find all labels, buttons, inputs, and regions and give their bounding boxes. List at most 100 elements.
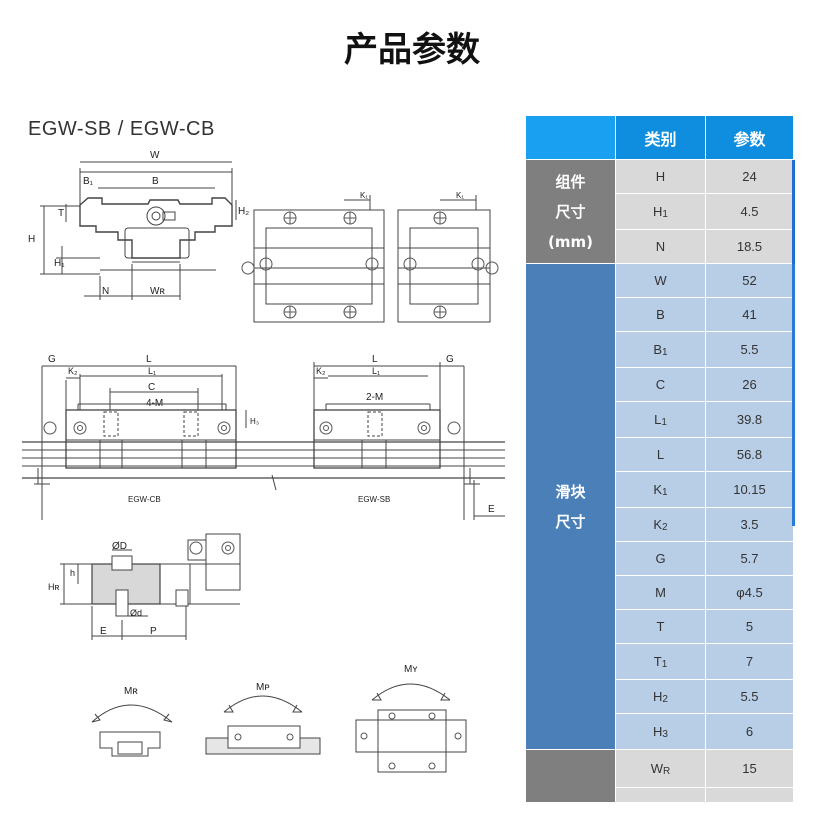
symbol-text: L — [656, 447, 665, 462]
table-group-label — [526, 750, 616, 802]
dim-h1: H₁ — [54, 258, 65, 269]
dim-h3: H₃ — [250, 417, 259, 426]
dim-b: B — [152, 176, 159, 187]
label-egw-sb: EGW-SB — [358, 495, 390, 504]
dim-l-right: L — [372, 354, 378, 365]
table-cell-symbol: T — [616, 610, 706, 644]
table-cell-symbol: G — [616, 542, 706, 576]
table-cell-value: 15 — [706, 750, 794, 788]
table-cell-value: 10.15 — [706, 472, 794, 508]
table-cell-symbol: W — [616, 264, 706, 298]
table-cell-value: 52 — [706, 264, 794, 298]
symbol-text: W — [650, 761, 664, 776]
table-cell-value: 6 — [706, 714, 794, 750]
dim-b1: B₁ — [83, 176, 94, 187]
scroll-accent-bottom — [792, 264, 795, 526]
table-group-label: 组件 尺寸 (mm) — [526, 160, 616, 264]
symbol-text: H — [653, 204, 663, 219]
symbol-text: G — [655, 551, 666, 566]
table-cell-symbol: B — [616, 298, 706, 332]
symbol-subscript: 2 — [662, 694, 668, 705]
dim-od: ØD — [112, 541, 127, 552]
symbol-text: H — [656, 799, 665, 802]
table-header-category: 类别 — [616, 116, 706, 160]
side-view — [22, 362, 505, 520]
dim-2m: 2-M — [366, 392, 383, 403]
dim-od-small: Ød — [130, 608, 142, 618]
table-cell-symbol: N — [616, 230, 706, 264]
symbol-text: L — [654, 412, 662, 427]
dim-n: N — [102, 286, 109, 297]
dim-k1-b: K₁ — [456, 191, 464, 200]
dim-c: C — [148, 382, 155, 393]
symbol-text: N — [655, 239, 666, 254]
table-cell-value: 41 — [706, 298, 794, 332]
table-cell-symbol: M — [616, 576, 706, 610]
section-view — [60, 533, 241, 640]
symbol-text: M — [655, 585, 666, 600]
symbol-text: B — [656, 307, 665, 322]
dim-l1-right: L₁ — [372, 366, 380, 376]
top-view-short — [397, 195, 491, 323]
label-mp: Mᴘ — [256, 682, 270, 693]
symbol-subscript: 1 — [662, 347, 668, 358]
table-cell-value: 5 — [706, 610, 794, 644]
table-cell-value: 24 — [706, 160, 794, 194]
table-cell-symbol: H — [616, 788, 706, 802]
dim-l-left: L — [146, 354, 152, 365]
symbol-subscript: R — [663, 766, 671, 777]
table-header-blank — [526, 116, 616, 160]
scroll-accent-top — [792, 160, 795, 264]
technical-drawing: W B₁ B T H₂ H H₁ N Wʀ K₁ K₁ G K₂ L L₁ C … — [22, 150, 505, 773]
symbol-text: W — [654, 273, 667, 288]
table-cell-value: 5.5 — [706, 680, 794, 714]
table-cell-symbol: L — [616, 438, 706, 472]
drawing-title: EGW-SB / EGW-CB — [28, 118, 215, 140]
dim-t: T — [58, 208, 64, 219]
page-title: 产品参数 — [344, 30, 480, 70]
dim-k2-left: K₂ — [68, 366, 78, 376]
label-mr: Mʀ — [124, 686, 138, 697]
table-cell-value: 3.5 — [706, 508, 794, 542]
symbol-text: T — [656, 619, 665, 634]
dim-k2-right: K₂ — [316, 366, 326, 376]
symbol-subscript: 3 — [662, 729, 668, 740]
front-view — [40, 161, 237, 300]
dim-e-section: E — [100, 626, 107, 637]
symbol-subscript: 1 — [662, 209, 668, 220]
dim-w: W — [150, 150, 160, 161]
table-cell-value: 7 — [706, 644, 794, 680]
table-cell-value: 4.5 — [706, 194, 794, 230]
label-egw-cb: EGW-CB — [128, 495, 161, 504]
table-cell-value: 5.5 — [706, 332, 794, 368]
symbol-text: T — [653, 654, 662, 669]
table-cell-symbol: H — [616, 160, 706, 194]
dim-4m: 4-M — [146, 398, 163, 409]
dim-h-small: h — [70, 568, 75, 578]
table-cell-value — [706, 788, 794, 802]
dim-l1-left: L₁ — [148, 366, 156, 376]
dim-e-side: E — [488, 504, 495, 515]
top-view-long — [253, 195, 385, 323]
table-header-param: 参数 — [706, 116, 794, 160]
symbol-subscript: 2 — [662, 522, 668, 533]
table-cell-value: 26 — [706, 368, 794, 402]
table-cell-value: 39.8 — [706, 402, 794, 438]
moment-views — [91, 683, 467, 773]
dim-g-right: G — [446, 354, 454, 365]
symbol-text: H — [655, 169, 666, 184]
table-cell-value: 56.8 — [706, 438, 794, 472]
symbol-text: H — [653, 724, 663, 739]
table-group-label: 滑块 尺寸 — [526, 264, 616, 750]
symbol-text: K — [653, 482, 663, 497]
symbol-text: H — [653, 689, 663, 704]
